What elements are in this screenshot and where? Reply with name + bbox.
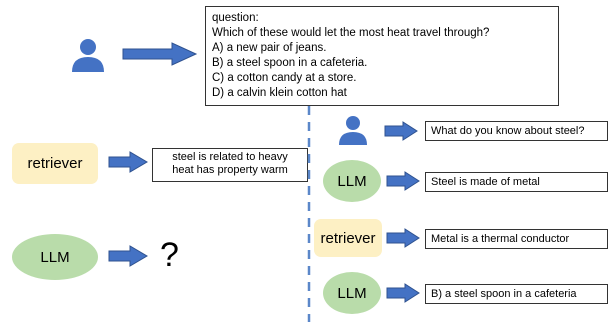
retrieved-line-2: heat has property warm bbox=[172, 164, 288, 176]
llm-response-text: Steel is made of metal bbox=[431, 175, 540, 188]
llm-node: LLM bbox=[12, 234, 98, 280]
retriever-label: retriever bbox=[27, 155, 83, 172]
question-text: Which of these would let the most heat t… bbox=[212, 27, 490, 39]
retriever-label: retriever bbox=[320, 229, 376, 247]
arrow-icon bbox=[386, 283, 420, 303]
arrow-icon bbox=[386, 171, 420, 191]
retrieved-knowledge-box: steel is related to heavy heat has prope… bbox=[152, 148, 308, 182]
user-icon bbox=[339, 116, 367, 145]
user-icon bbox=[72, 39, 104, 72]
unknown-answer: ? bbox=[160, 236, 179, 274]
arrow-icon bbox=[384, 121, 418, 141]
option-b: B) a steel spoon in a cafeteria. bbox=[212, 57, 368, 69]
divider-line bbox=[307, 106, 311, 322]
retriever-node: retriever bbox=[314, 219, 382, 257]
option-a: A) a new pair of jeans. bbox=[212, 42, 327, 54]
retrieved-fact-text: Metal is a thermal conductor bbox=[431, 232, 570, 245]
llm-node: LLM bbox=[323, 160, 381, 202]
llm-label: LLM bbox=[337, 284, 367, 302]
user-query-box: What do you know about steel? bbox=[425, 121, 608, 141]
final-answer-text: B) a steel spoon in a cafeteria bbox=[431, 287, 577, 300]
retrieved-fact-box: Metal is a thermal conductor bbox=[425, 229, 608, 249]
question-box: question: Which of these would let the m… bbox=[205, 6, 559, 106]
arrow-icon bbox=[108, 245, 148, 267]
final-answer-box: B) a steel spoon in a cafeteria bbox=[425, 284, 608, 304]
arrow-icon bbox=[122, 42, 198, 66]
user-query-text: What do you know about steel? bbox=[431, 124, 585, 137]
llm-node: LLM bbox=[323, 272, 381, 314]
arrow-icon bbox=[108, 151, 148, 173]
arrow-icon bbox=[386, 228, 420, 248]
question-label: question: bbox=[212, 12, 259, 24]
retriever-node: retriever bbox=[12, 143, 98, 184]
option-d: D) a calvin klein cotton hat bbox=[212, 87, 347, 99]
llm-response-box: Steel is made of metal bbox=[425, 172, 608, 192]
llm-label: LLM bbox=[40, 248, 70, 266]
llm-label: LLM bbox=[337, 172, 367, 190]
option-c: C) a cotton candy at a store. bbox=[212, 72, 357, 84]
retrieved-line-1: steel is related to heavy bbox=[172, 151, 288, 163]
